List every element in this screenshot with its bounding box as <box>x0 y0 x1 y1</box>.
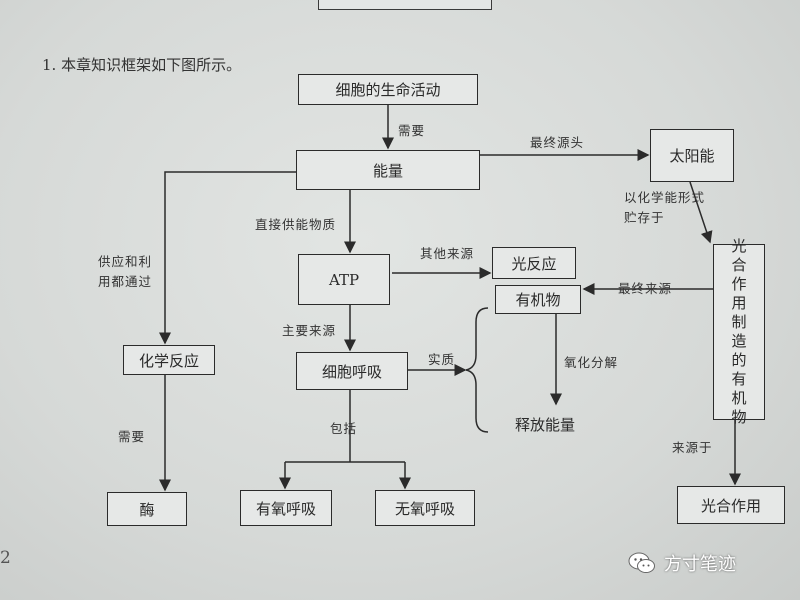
node-respiration: 细胞呼吸 <box>296 352 408 390</box>
vertical-char: 用 <box>731 294 747 312</box>
node-light-reaction: 光反应 <box>492 247 576 279</box>
arrow-sun-photo-organic <box>689 181 713 244</box>
label-chem-storage: 以化学能形式贮存于 <box>624 190 706 225</box>
label-direct-supply: 直接供能物质 <box>255 217 337 232</box>
vertical-char: 机 <box>731 389 747 407</box>
release-energy-text: 释放能量 <box>515 416 576 434</box>
label-main-source: 主要来源 <box>282 323 337 338</box>
page-number: 2 <box>0 548 11 568</box>
top-tab-box <box>318 0 492 10</box>
label-need-top: 需要 <box>398 123 426 138</box>
node-atp: ATP <box>298 254 390 305</box>
label-from: 来源于 <box>672 440 713 455</box>
node-aerobic: 有氧呼吸 <box>240 490 332 526</box>
vertical-char: 物 <box>731 408 747 426</box>
node-photosynthesis: 光合作用 <box>677 486 785 524</box>
node-enzyme: 酶 <box>107 492 187 526</box>
label-oxidation: 氧化分解 <box>564 355 619 370</box>
vertical-char: 制 <box>731 313 747 331</box>
heading: 1. 本章知识框架如下图所示。 <box>42 56 242 74</box>
node-chem-reaction: 化学反应 <box>123 345 215 375</box>
node-photo-organic: 光合作用制造的有机物 <box>713 237 765 426</box>
label-include: 包括 <box>330 421 358 436</box>
wechat-icon <box>628 552 655 573</box>
node-energy: 能量 <box>296 150 480 190</box>
label-ultimate-source2: 最终来源 <box>618 281 673 296</box>
vertical-char: 光 <box>731 237 747 255</box>
vertical-char: 作 <box>731 275 747 293</box>
vertical-char: 的 <box>731 351 747 369</box>
node-anaerobic: 无氧呼吸 <box>375 490 475 526</box>
vertical-char: 有 <box>731 370 747 388</box>
node-photo-organic-label: 光合作用制造的有机物 <box>731 237 746 427</box>
label-supply-use: 供应和利用都通过 <box>98 254 153 289</box>
curly-brace <box>465 307 489 433</box>
label-other-source: 其他来源 <box>420 246 475 261</box>
label-ultimate-source-sun: 最终源头 <box>530 135 585 150</box>
label-essence: 实质 <box>428 352 456 367</box>
node-sun: 太阳能 <box>650 129 734 182</box>
vertical-char: 造 <box>731 332 747 350</box>
vertical-char: 合 <box>731 256 747 274</box>
arrow-energy-chem <box>159 171 296 345</box>
node-cell-activity: 细胞的生命活动 <box>298 74 478 105</box>
node-organic: 有机物 <box>495 285 581 314</box>
watermark: 方寸笔迹 <box>628 548 736 578</box>
label-need-enzyme: 需要 <box>118 429 146 444</box>
watermark-text: 方寸笔迹 <box>664 554 736 575</box>
